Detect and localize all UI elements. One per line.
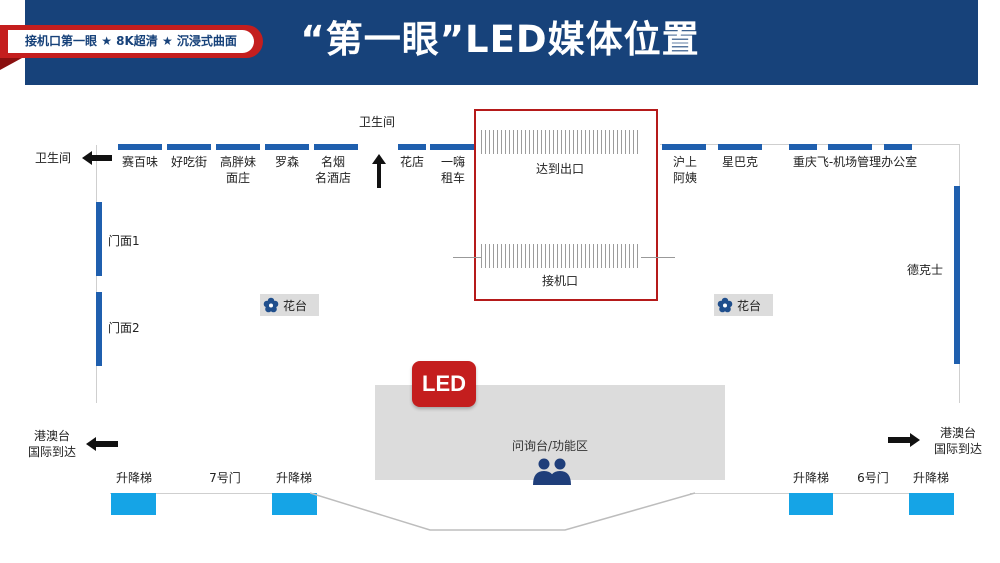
shop-label-line: 面庄 [225,171,250,185]
page-title: “第一眼”LED媒体位置 [300,18,700,61]
elevator-label: 升降梯 [115,471,152,485]
intl-arrivals-right-label: 港澳台国际到达 [928,425,988,457]
arrow-up-icon [372,154,386,188]
pickup-label: 接机口 [541,274,578,288]
shop-label: 赛百味 [121,155,158,169]
shop-label-line: 高胖妹 [219,155,256,169]
shop-label: 一嗨租车 [427,154,479,186]
wall-bottom-left [110,493,310,494]
elevator [909,493,954,515]
people-icon [533,458,571,485]
dicos-bar [954,186,960,364]
shop-label: 星巴克 [721,155,758,169]
shop-label-line: 一嗨 [440,155,465,169]
elevator-label: 升降梯 [792,471,829,485]
bottom-curved-wall [310,492,695,531]
shop-label-line: 阿姨 [672,171,697,185]
intl-label-line: 国际到达 [933,442,982,456]
led-screen-bottom [481,244,641,268]
toilet-left-label: 卫生间 [34,151,71,165]
intl-label-line: 港澳台 [939,426,976,440]
shop-label: 沪上阿姨 [659,154,711,186]
shop-bar [662,144,706,150]
tag-ribbon-fold [0,58,22,70]
door-bar-2 [96,292,102,366]
shop-label: 好吃街 [170,155,207,169]
door-bar-1 [96,202,102,276]
door-2-label: 门面2 [108,321,140,335]
shop-label: 罗森 [274,155,299,169]
shop-bar [118,144,162,150]
shop-bar [828,144,872,150]
gate-6-label: 6号门 [857,471,889,485]
shop-label-line: 沪上 [672,155,697,169]
elevator-label: 升降梯 [912,471,949,485]
shop-bar [884,144,912,150]
shop-label: 名烟名酒店 [307,154,359,186]
elevator [789,493,833,515]
arrow-left-icon [86,437,118,451]
shop-label-line: 名酒店 [314,171,351,185]
elevator [272,493,317,515]
flower-bed-left-label: 花台 [282,299,307,313]
flower-bed-right-label: 花台 [736,299,761,313]
arrow-left-icon [82,151,112,165]
shop-bar [265,144,309,150]
info-desk-label: 问询台/功能区 [511,439,589,453]
shop-label-line: 租车 [440,171,465,185]
shop-label: 重庆飞-机场管理办公室 [792,155,918,169]
tag-ribbon-inner [8,30,254,53]
shop-label-line: 名烟 [320,155,345,169]
shop-label: 花店 [399,155,424,169]
intl-label-line: 国际到达 [27,445,76,459]
gate-7-label: 7号门 [209,471,241,485]
door-1-label: 门面1 [108,234,140,248]
shop-label: 高胖妹面庄 [212,154,264,186]
exit-label: 达到出口 [535,162,584,176]
elevator [111,493,156,515]
led-media-frame [474,109,658,301]
shop-bar [789,144,817,150]
shop-bar [167,144,211,150]
tag-text: 接机口第一眼 ★ 8K超清 ★ 沉浸式曲面 [25,34,237,48]
dicos-label: 德克士 [906,263,943,277]
intl-arrivals-left-label: 港澳台国际到达 [22,428,82,460]
elevator-label: 升降梯 [275,471,312,485]
led-screen-top [481,130,641,154]
flower-icon [717,297,733,313]
intl-label-line: 港澳台 [33,429,70,443]
shop-bar [314,144,358,150]
shop-bar [398,144,426,150]
toilet-top-label: 卫生间 [358,115,395,129]
led-badge: LED [412,361,476,407]
shop-bar [216,144,260,150]
flower-icon [263,297,279,313]
shop-bar [430,144,474,150]
arrow-right-icon [888,433,920,447]
shop-bar [718,144,762,150]
